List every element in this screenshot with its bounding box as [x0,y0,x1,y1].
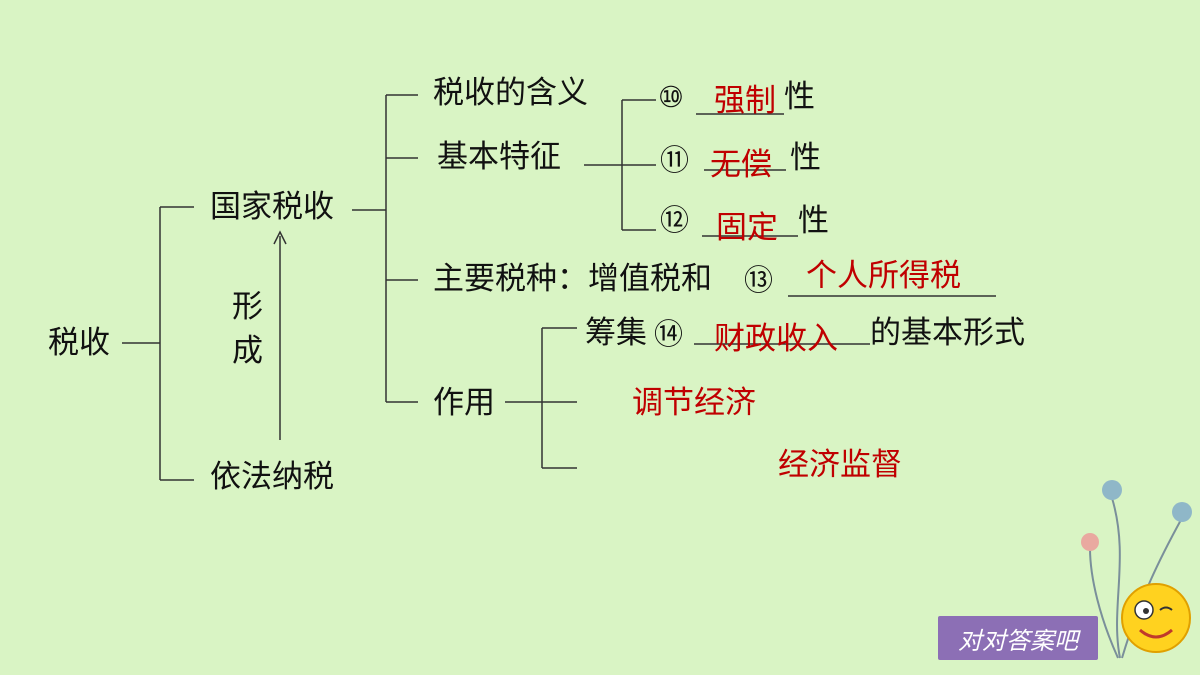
answer-13: 个人所得税 [806,258,961,294]
answer-10: 强制 [714,83,776,119]
answer-regulate-economy: 调节经济 [632,385,756,421]
feature-suffix-11: 性 [790,140,821,176]
answer-14: 财政收入 [714,321,838,357]
check-answers-badge[interactable]: 对对答案吧 [938,616,1098,660]
root-node: 税收 [48,325,110,361]
function-node: 作用 [433,385,495,421]
flower-icon [1172,502,1192,522]
flower-smiley-decoration [1081,480,1192,659]
smiley-icon [1121,583,1191,653]
circled-number-11: ⑪ [660,143,690,177]
feature-suffix-12: 性 [798,203,829,239]
formation-char-2: 成 [232,333,263,369]
circled-number-10: ⑩ [658,80,684,114]
state-tax-node: 国家税收 [210,189,334,225]
feature-suffix-10: 性 [784,79,815,115]
main-tax-types-node: 主要税种：增值税和 [433,261,712,297]
tax-meaning-node: 税收的含义 [433,75,588,111]
answer-12: 固定 [716,210,778,246]
basic-features-node: 基本特征 [437,139,561,175]
function-1-prefix: 筹集 [585,315,647,351]
flower-icon [1081,533,1099,551]
circled-number-14: ⑭ [654,317,684,351]
function-1-suffix: 的基本形式 [870,315,1025,351]
circled-number-12: ⑫ [660,203,690,237]
lawful-tax-node: 依法纳税 [210,459,334,495]
formation-char-1: 形 [232,289,263,325]
flower-icon [1102,480,1122,500]
circled-number-13: ⑬ [744,263,774,297]
answer-economic-supervision: 经济监督 [778,447,902,483]
answer-11: 无偿 [710,147,772,183]
